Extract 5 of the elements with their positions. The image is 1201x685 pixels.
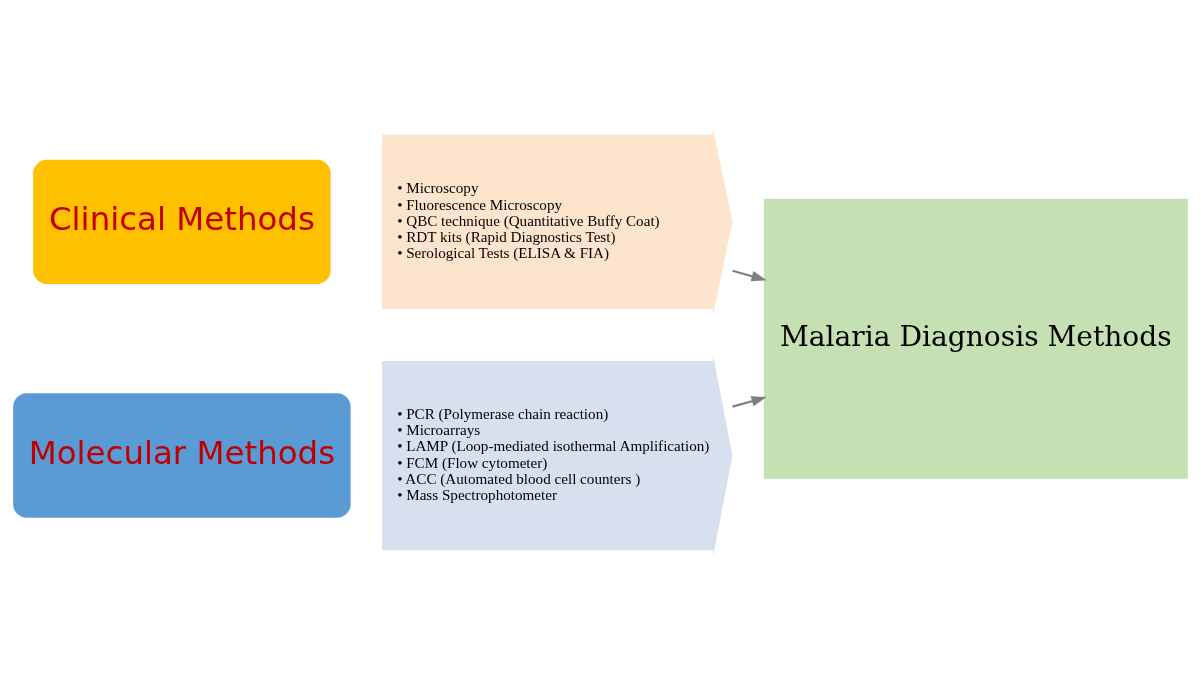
arrow [732, 396, 767, 408]
node-box: Molecular Methods [13, 393, 351, 518]
arrow [732, 269, 767, 282]
node-box: Clinical Methods [33, 159, 331, 285]
node-box: Malaria Diagnosis Methods [763, 198, 1188, 479]
